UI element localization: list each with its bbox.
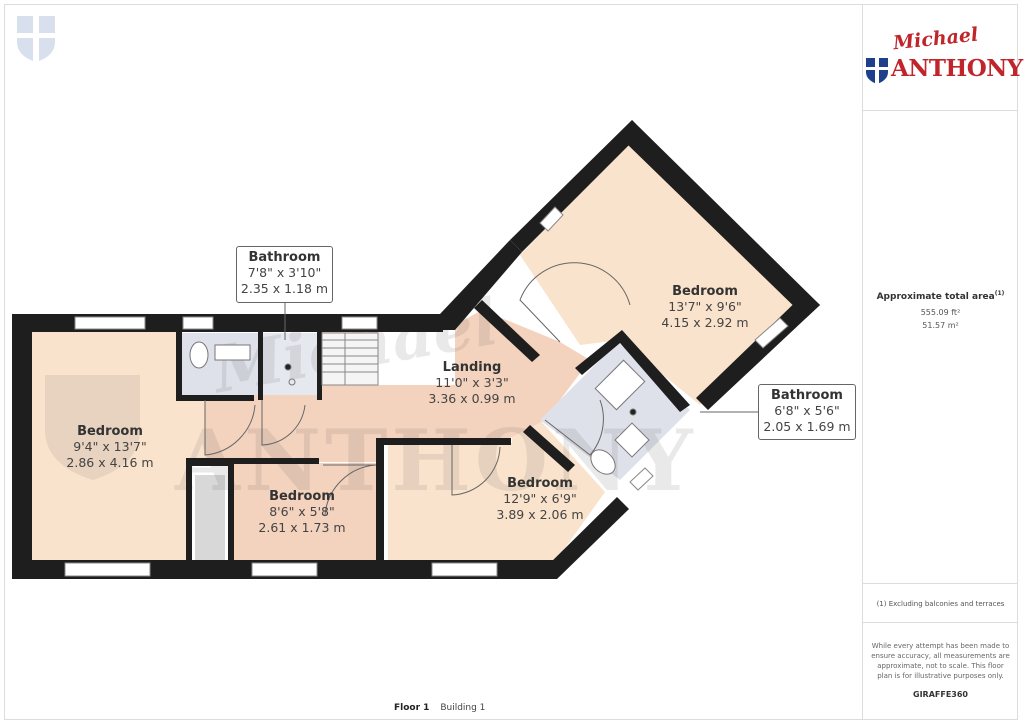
sidebar-divider: [862, 4, 863, 720]
callout-bathroom-1: Bathroom 7'8" x 3'10" 2.35 x 1.18 m: [236, 246, 333, 303]
room-metric: 3.36 x 0.99 m: [428, 391, 516, 406]
floor-label: Floor 1: [394, 703, 430, 713]
bathroom-fixtures: [189, 341, 650, 475]
room-name: Bedroom: [269, 489, 335, 504]
room-name: Bedroom: [507, 476, 573, 491]
area-summary: Approximate total area(1) 555.09 ft² 51.…: [870, 290, 1011, 330]
building-label: Building 1: [440, 703, 486, 713]
room-label-bedroom-4: Bedroom 13'7" x 9'6" 4.15 x 2.92 m: [640, 284, 770, 331]
room-metric: 2.61 x 1.73 m: [258, 520, 346, 535]
room-metric: 2.35 x 1.18 m: [240, 281, 329, 296]
floor-footer: Floor 1 Building 1: [394, 703, 485, 713]
room-imperial: 7'8" x 3'10": [247, 265, 322, 280]
room-name: Bathroom: [771, 388, 843, 403]
brand-name-text: ANTHONY: [891, 55, 1023, 82]
area-title-row: Approximate total area(1): [870, 290, 1011, 302]
room-name: Bedroom: [672, 284, 738, 299]
room-imperial: 11'0" x 3'3": [435, 375, 509, 390]
room-name: Bathroom: [248, 250, 321, 265]
room-label-bedroom-1: Bedroom 9'4" x 13'7" 2.86 x 4.16 m: [50, 424, 170, 471]
shield-cross-icon: [15, 14, 57, 62]
room-name: Bedroom: [77, 424, 143, 439]
callout-bathroom-2: Bathroom 6'8" x 5'6" 2.05 x 1.69 m: [758, 384, 856, 440]
room-imperial: 13'7" x 9'6": [668, 299, 742, 314]
area-title: Approximate total area: [876, 292, 995, 302]
room-metric: 2.05 x 1.69 m: [763, 419, 851, 434]
stairs: [321, 332, 379, 386]
sidebar-divider-top: [863, 110, 1018, 111]
area-superscript: (1): [994, 290, 1005, 297]
doors: [204, 262, 631, 516]
disclaimer: While every attempt has been made to ens…: [871, 642, 1010, 680]
windows: [64, 206, 789, 577]
room-label-bedroom-2: Bedroom 8'6" x 5'8" 2.61 x 1.73 m: [232, 489, 372, 536]
room-imperial: 12'9" x 6'9": [503, 491, 577, 506]
provider-logo: GIRAFFE360: [913, 690, 968, 699]
room-name: Landing: [442, 360, 502, 375]
area-ft: 555.09 ft²: [920, 308, 961, 317]
room-label-landing: Landing 11'0" x 3'3" 3.36 x 0.99 m: [412, 360, 532, 407]
room-imperial: 9'4" x 13'7": [73, 439, 147, 454]
area-m: 51.57 m²: [922, 321, 959, 330]
room-imperial: 6'8" x 5'6": [774, 403, 840, 418]
plan-sheet: [4, 4, 1018, 720]
room-metric: 4.15 x 2.92 m: [661, 315, 749, 330]
sidebar-divider-low: [863, 622, 1018, 623]
sidebar-divider-mid: [863, 583, 1018, 584]
room-label-bedroom-3: Bedroom 12'9" x 6'9" 3.89 x 2.06 m: [475, 476, 605, 523]
room-metric: 2.86 x 4.16 m: [66, 455, 154, 470]
room-metric: 3.89 x 2.06 m: [496, 507, 584, 522]
room-imperial: 8'6" x 5'8": [269, 504, 335, 519]
excluding-note: (1) Excluding balconies and terraces: [876, 600, 1005, 608]
